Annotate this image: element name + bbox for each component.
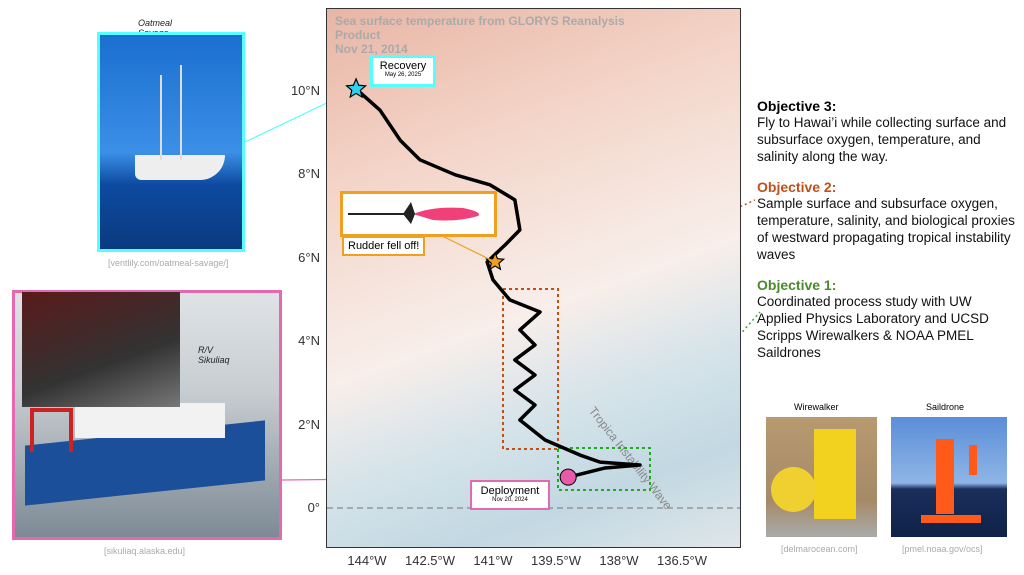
- glider-icon: [348, 202, 479, 224]
- lon-tick: 138°W: [599, 553, 639, 568]
- objective-1: Objective 1:Coordinated process study wi…: [757, 277, 989, 360]
- lon-tick: 142.5°W: [405, 553, 456, 568]
- sikuliaq-credit: [sikuliaq.alaska.edu]: [104, 546, 186, 556]
- wirewalker-credit: [delmarocean.com]: [781, 544, 858, 554]
- wirewalker-title: Wirewalker: [794, 402, 839, 412]
- rudder-label: Rudder fell off!: [342, 236, 426, 256]
- lon-tick: 139.5°W: [531, 553, 582, 568]
- recovery-star-icon: [345, 77, 368, 99]
- glider-track: [354, 87, 642, 479]
- lat-tick: 10°N: [290, 83, 320, 98]
- oatmeal-savage-photo: [97, 32, 245, 252]
- lat-tick: 0°: [307, 500, 320, 515]
- lat-tick: 6°N: [298, 249, 320, 265]
- map-title: Sea surface temperature from GLORYS Rean…: [335, 14, 625, 56]
- oatmeal-credit: [ventlily.com/oatmeal-savage/]: [108, 258, 229, 268]
- deployment-label: Deployment Nov 20, 2024: [470, 480, 550, 510]
- deployment-marker-icon: [559, 468, 577, 486]
- lon-tick: 136.5°W: [657, 553, 708, 568]
- lat-tick: 2°N: [298, 416, 320, 432]
- saildrone-title: Saildrone: [926, 402, 965, 412]
- sst-map: Sea surface temperature from GLORYS Rean…: [326, 8, 741, 548]
- saildrone-photo: [891, 417, 1007, 537]
- lon-tick: 144°W: [347, 553, 387, 568]
- lon-tick: 141°W: [473, 553, 513, 568]
- objective-3: Objective 3:Fly to Hawai’i while collect…: [757, 98, 1007, 164]
- wirewalker-photo: [766, 417, 877, 537]
- objectives-panel: Objective 3:Fly to Hawai’i while collect…: [757, 98, 1017, 361]
- saildrone-credit: [pmel.noaa.gov/ocs]: [902, 544, 983, 554]
- glider-inset: [340, 191, 497, 237]
- lat-tick: 8°N: [298, 166, 320, 182]
- objective2-box: [502, 288, 559, 450]
- lat-tick: 4°N: [298, 333, 320, 349]
- objective1-box: [557, 447, 651, 491]
- recovery-label: Recovery May 26, 2025: [370, 55, 436, 87]
- sikuliaq-deck-photo: [22, 292, 180, 407]
- objective-2: Objective 2:Sample surface and subsurfac…: [757, 179, 1015, 262]
